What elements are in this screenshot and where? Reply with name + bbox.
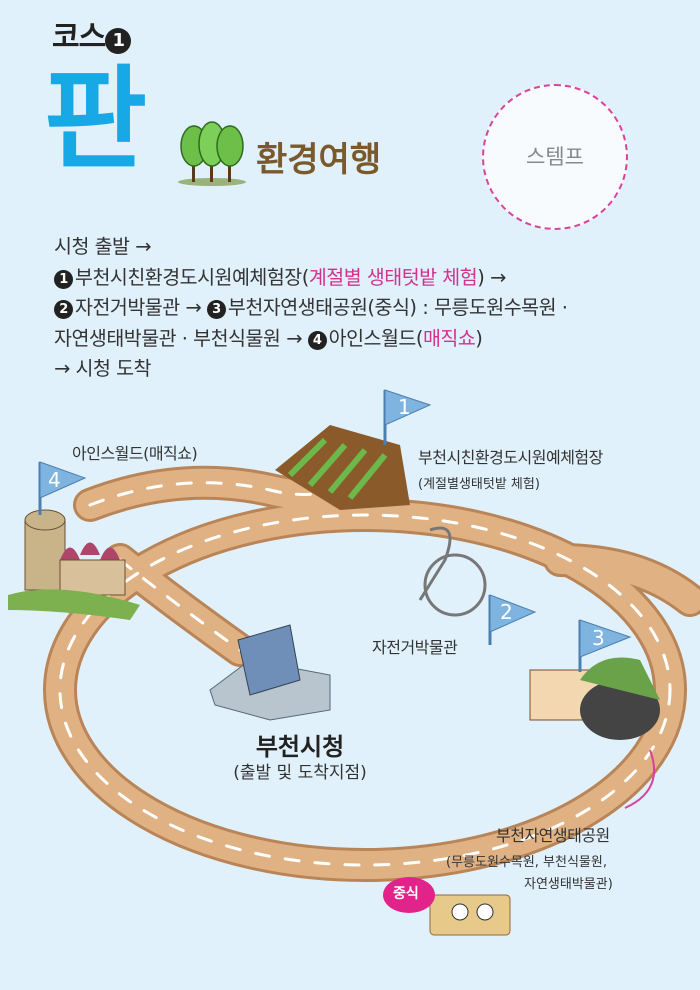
route-text: 자전거박물관 →	[75, 296, 207, 319]
city-hall-illustration	[209, 624, 331, 721]
route-highlight: 계절별 생태텃밭 체험	[308, 265, 478, 289]
route-text: 부천자연생태공원(중식) : 무릉도원수목원 ·	[227, 296, 568, 319]
spot-1-sub: (계절별생태텃밭 체험)	[418, 477, 540, 492]
flag-2-number: 2	[500, 600, 513, 624]
route-line: 시청 출발 →	[54, 232, 567, 263]
stamp-label: 스템프	[526, 145, 584, 169]
route-text: 부천시친환경도시원예체험장(	[75, 265, 309, 289]
spot-1-name: 부천시친환경도시원예체험장	[418, 448, 603, 467]
city-hall-label: 부천시청 (출발 및 도착지점)	[190, 732, 410, 784]
spot-3-name: 부천자연생태공원	[496, 826, 610, 845]
flag-3-number: 3	[592, 626, 605, 650]
route-line: → 시청 도착	[54, 354, 567, 385]
route-text: 시청 출발 →	[54, 235, 152, 258]
title-char: 판	[44, 55, 148, 185]
lunch-illustration	[383, 877, 511, 936]
lunch-badge: 중식	[393, 886, 419, 902]
theme-title: 환경여행	[256, 140, 382, 180]
city-hall-sub: (출발 및 도착지점)	[233, 763, 367, 783]
route-text: 자연생태박물관 · 부천식물원 →	[54, 326, 308, 350]
route-text: )	[475, 326, 483, 350]
trees-icon	[178, 121, 246, 186]
stop-number: 3	[206, 300, 226, 319]
spot-3-sub2: 자연생태박물관)	[524, 877, 613, 892]
flag-1-number: 1	[398, 395, 411, 419]
stop-number: 2	[54, 300, 73, 319]
spot-4-name: 아인스월드(매직쇼)	[72, 444, 198, 463]
stamp-area: 스템프	[482, 84, 628, 230]
route-text: ) →	[477, 265, 506, 289]
course-number: 1	[105, 28, 132, 54]
stop-number: 4	[307, 330, 327, 350]
bicycle-museum-illustration	[418, 526, 487, 617]
route-highlight: 매직쇼	[422, 326, 476, 350]
route-text: → 시청 도착	[54, 357, 152, 380]
spot-2-name: 자전거박물관	[372, 638, 458, 657]
route-text: 아인스월드(	[328, 326, 424, 350]
arrow-icon	[624, 749, 655, 809]
flags	[38, 389, 632, 672]
city-hall-name: 부천시청	[255, 733, 345, 761]
stop-number: 1	[54, 269, 73, 289]
flag-4-number: 4	[48, 468, 61, 492]
garden-illustration	[275, 425, 410, 510]
aiinsworld-illustration	[8, 509, 140, 620]
spot-3-sub: (무릉도원수목원, 부천식물원,	[446, 855, 607, 870]
course-text: 코스	[52, 20, 106, 55]
park-illustration	[529, 657, 660, 740]
